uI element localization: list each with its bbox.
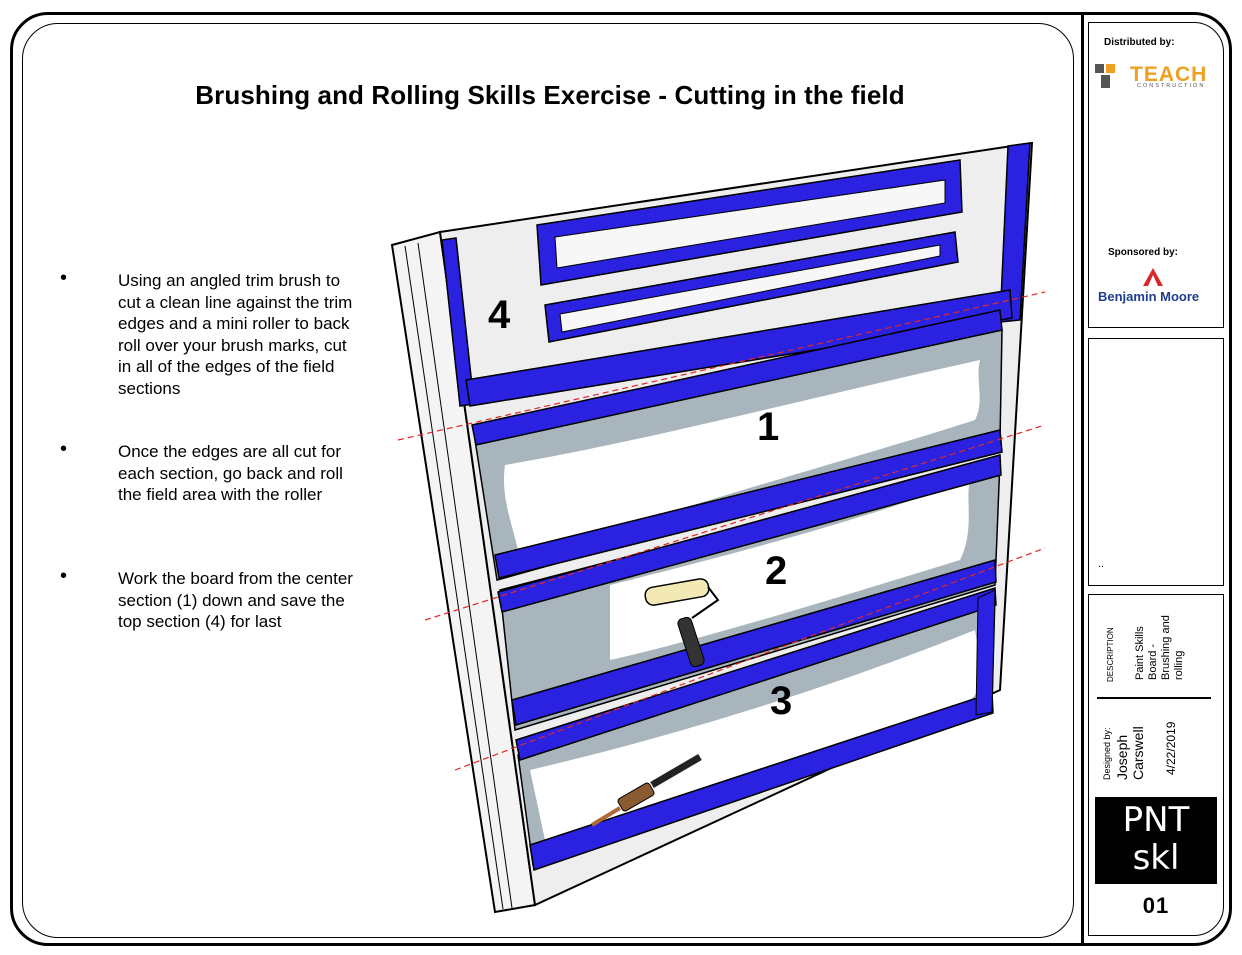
- bullet-icon: •: [60, 565, 68, 587]
- bullet-icon: •: [60, 267, 68, 289]
- description-line-3: Brushing and: [1160, 615, 1172, 680]
- teach-logo-text: TEACH: [1130, 63, 1208, 86]
- paint-roller-icon: [644, 578, 720, 668]
- section-label-1: 1: [757, 405, 780, 449]
- description-label: DESCRIPTION: [1106, 627, 1115, 682]
- description-line-1: Paint Skills: [1134, 626, 1146, 680]
- sponsor-name: Benjamin Moore: [1098, 289, 1200, 304]
- notes-text: ..: [1098, 558, 1105, 570]
- drawing-code-line-2: skl: [1132, 838, 1180, 878]
- design-date: 4/22/2019: [1164, 721, 1178, 775]
- bullet-icon: •: [60, 438, 68, 460]
- description-line-2: Board -: [1147, 643, 1159, 680]
- tape-band-3-bottom: [529, 691, 994, 871]
- guide-line: [424, 424, 1046, 621]
- instruction-text: Once the edges are all cut for each sect…: [118, 442, 343, 504]
- description-line-4: rolling: [1173, 650, 1185, 680]
- sponsored-by-label: Sponsored by:: [1108, 247, 1179, 258]
- paint-brush-icon: [590, 753, 702, 827]
- teach-logo-icon: [1095, 64, 1115, 88]
- drawing-code: PNT skl: [1095, 797, 1217, 884]
- tape-band-2-bottom: [511, 559, 997, 726]
- tape-band-3-top: [515, 586, 997, 761]
- tape-band-1-bottom: [494, 429, 1003, 579]
- tape-band-2-top: [497, 454, 1002, 613]
- sheet-number: 01: [1142, 893, 1170, 918]
- section-label-2: 2: [765, 549, 788, 593]
- distributed-by-label: Distributed by:: [1104, 37, 1175, 48]
- section-label-3: 3: [770, 679, 793, 723]
- tape-right: [999, 142, 1031, 323]
- notes-box: [1088, 338, 1224, 586]
- drawing-code-line-1: PNT: [1122, 800, 1190, 840]
- guide-line: [397, 291, 1046, 441]
- benjamin-moore-mark-icon: [1143, 268, 1163, 286]
- designer-first-name: Joseph: [1114, 734, 1130, 780]
- guide-line: [454, 547, 1046, 771]
- tape-band-1-top: [471, 309, 1003, 446]
- instruction-text: Using an angled trim brush to cut a clea…: [118, 271, 353, 398]
- sponsor-box: [1088, 22, 1224, 328]
- teach-logo: TEACH CONSTRUCTION: [1095, 62, 1219, 92]
- sidebar-divider: [1081, 14, 1084, 944]
- title-block-divider: [1097, 697, 1211, 699]
- designed-by-label: Designed by:: [1102, 727, 1112, 780]
- tape-band-4: [465, 289, 1013, 407]
- section-label-4: 4: [488, 293, 511, 337]
- title-block-box: [1088, 594, 1224, 936]
- designer-last-name: Carswell: [1130, 726, 1146, 780]
- teach-logo-subtext: CONSTRUCTION: [1137, 83, 1206, 89]
- page-title: Brushing and Rolling Skills Exercise - C…: [195, 80, 905, 110]
- main-frame: [22, 23, 1074, 938]
- instruction-text: Work the board from the center section (…: [118, 569, 353, 631]
